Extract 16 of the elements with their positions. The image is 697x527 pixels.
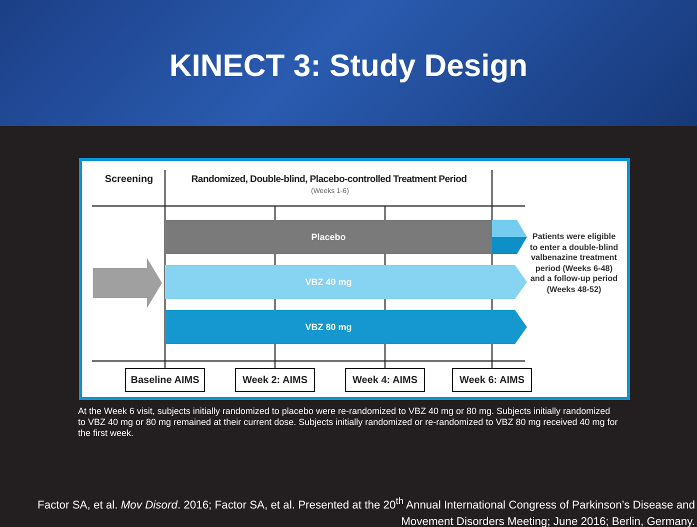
phase-heading: Randomized, Double-blind, Placebo-controlled Treatment Period <box>190 174 468 185</box>
arm-label: VBZ 40 mg <box>305 277 352 287</box>
assessment-box: Week 4: AIMS <box>345 368 425 392</box>
phase-heading: Screening <box>104 174 154 185</box>
footnote: At the Week 6 visit, subjects initially randomized to placebo were re-randomized to VBZ 40 mg or 80 mg. Subjects initially randomized to VBZ 40 mg or 80 mg remained at their current dose. Subjects initially randomized or re-randomized to VBZ 80 mg received 40 mg for the first week. <box>78 406 618 439</box>
arm-label: Placebo <box>311 232 346 242</box>
assessment-box: Baseline AIMS <box>125 368 205 392</box>
slide-title: KINECT 3: Study Design <box>168 48 529 84</box>
extension-note: Patients were eligible to enter a double-blind valbenazine treatment period (Weeks 6-48) and a follow-up period (Weeks 48-52) <box>528 232 620 295</box>
assessment-box: Week 6: AIMS <box>452 368 532 392</box>
treatment-arm-band <box>165 220 527 254</box>
treatment-arm-band <box>165 310 527 344</box>
citation: Factor SA, et al. Mov Disord. 2016; Factor SA, et al. Presented at the 20$^{th}$ Annual International Congress of Parkinson’s Disease and Movement Disorders Meeting; June 2016; Berlin, Germany. <box>36 495 695 527</box>
arm-label: VBZ 80 mg <box>305 322 352 332</box>
treatment-arm-band <box>165 265 527 299</box>
assessment-box: Week 2: AIMS <box>235 368 315 392</box>
